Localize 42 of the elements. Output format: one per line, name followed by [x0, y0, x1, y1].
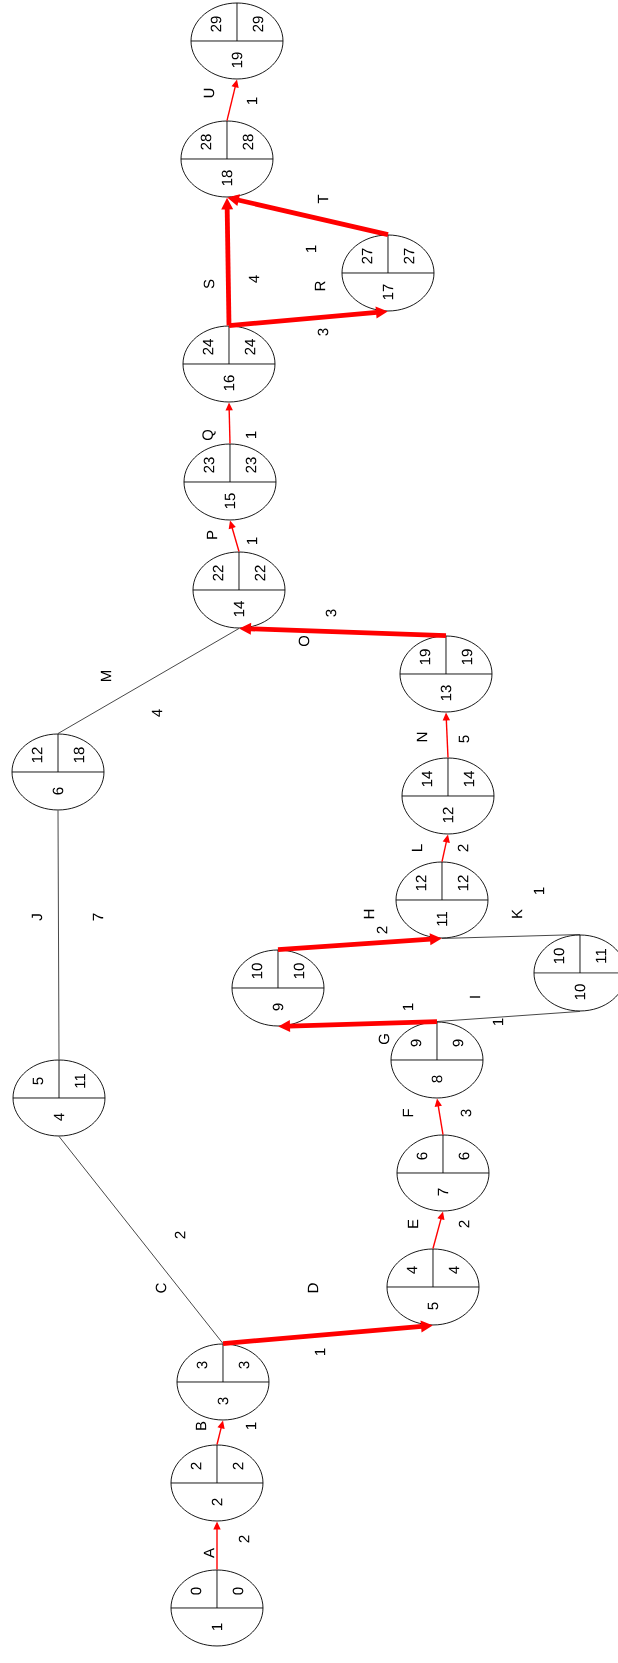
activity-label: M — [100, 671, 112, 681]
activity-label: B — [195, 1421, 207, 1430]
duration-label: 4 — [248, 275, 260, 283]
activity-label: K — [511, 909, 523, 918]
duration-label: 2 — [238, 1535, 250, 1543]
duration-label: 1 — [246, 97, 258, 104]
duration-label: 3 — [325, 609, 337, 617]
activity-label: D — [307, 1283, 319, 1293]
activity-label: T — [317, 194, 329, 204]
duration-label: 2 — [376, 926, 388, 934]
activity-label: O — [298, 635, 310, 647]
activity-label: N — [416, 732, 428, 742]
activity-label: F — [402, 1109, 414, 1117]
duration-label: 1 — [533, 887, 545, 894]
duration-label: 5 — [458, 735, 470, 743]
duration-label: 2 — [174, 1231, 186, 1239]
activity-label: J — [31, 914, 43, 921]
activity-label: R — [314, 281, 326, 291]
activity-label: A — [203, 1548, 215, 1558]
duration-label: 1 — [492, 1018, 504, 1025]
duration-label: 1 — [246, 537, 258, 544]
duration-label: 1 — [402, 1003, 414, 1010]
duration-label: 2 — [457, 844, 469, 852]
activity-label: C — [155, 1283, 167, 1293]
activity-label: Q — [202, 429, 216, 441]
duration-label: 1 — [245, 431, 257, 438]
activity-label: H — [363, 909, 375, 919]
duration-label: 1 — [314, 1348, 326, 1355]
duration-label: 1 — [245, 1422, 257, 1429]
duration-label: 3 — [317, 328, 329, 336]
activity-label: P — [206, 530, 218, 539]
activity-label: E — [407, 1219, 419, 1228]
duration-label: 1 — [305, 245, 317, 252]
duration-label: 4 — [151, 709, 163, 717]
activity-label: S — [203, 279, 215, 289]
duration-label: 7 — [92, 913, 104, 921]
activity-label: I — [469, 996, 481, 998]
activity-label: L — [411, 844, 423, 851]
activity-label: U — [203, 88, 215, 98]
duration-label: 3 — [460, 1109, 472, 1117]
duration-label: 2 — [458, 1220, 470, 1228]
activity-label: G — [378, 1034, 390, 1045]
